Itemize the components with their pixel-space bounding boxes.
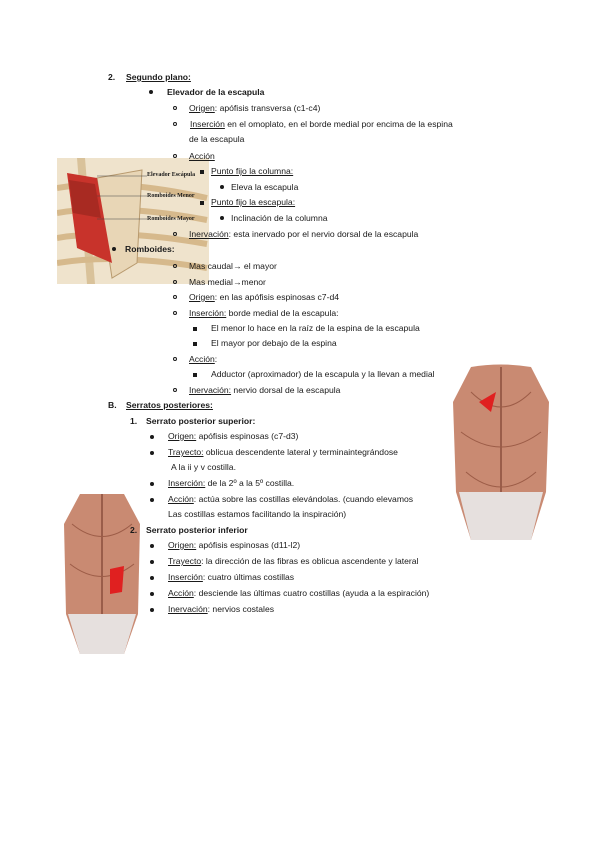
back-illustration-right <box>453 364 549 540</box>
elevador-punto2-item: Inclinación de la columna <box>231 213 328 223</box>
bullet-superior-accion <box>150 498 154 502</box>
romboides-insercion: Inserción: borde medial de la escapula: <box>189 308 339 318</box>
section-2-title: Segundo plano: <box>126 72 191 82</box>
elevador-inervacion: Inervación: esta inervado por el nervio … <box>189 229 419 239</box>
romboides-item2: Mas medial→menor <box>189 277 266 287</box>
elevador-insercion-cont: de la escapula <box>189 134 245 144</box>
romboides-insercion-sub1: El menor lo hace en la raíz de la espina… <box>211 323 420 333</box>
romboides-inervacion: Inervación: nervio dorsal de la escapula <box>189 385 341 395</box>
superior-origen: Origen: apófisis espinosas (c7-d3) <box>168 431 299 441</box>
bullet-accion-sub1 <box>193 373 197 377</box>
bullet-inferior-origen <box>150 544 154 548</box>
inferior-title: Serrato posterior inferior <box>146 525 248 535</box>
superior-trayecto: Trayecto: oblicua descendente lateral y … <box>168 447 398 457</box>
bullet-inferior-accion <box>150 592 154 596</box>
romboides-accion: Acción: <box>189 354 218 364</box>
bullet-romboides-item2 <box>173 280 177 284</box>
romboides-accion-sub1: Adductor (aproximador) de la escapula y … <box>211 369 435 379</box>
bullet-romboides-origen <box>173 295 177 299</box>
back-muscles-figure-right <box>451 362 551 540</box>
superior-trayecto-cont: A la ii y v costilla. <box>171 462 236 472</box>
bullet-punto2-item <box>220 216 224 220</box>
bullet-elevador-inervacion <box>173 232 177 236</box>
bullet-insercion-sub1 <box>193 327 197 331</box>
inferior-origen: Origen: apófisis espinosas (d11-l2) <box>168 540 301 550</box>
bullet-superior-insercion <box>150 482 154 486</box>
bullet-punto1 <box>200 170 204 174</box>
figure-label-romboides-mayor: Romboides Mayor <box>147 216 195 222</box>
elevador-title: Elevador de la escapula <box>167 87 265 97</box>
inferior-accion: Acción: desciende las últimas cuatro cos… <box>168 588 430 598</box>
bullet-romboides-insercion <box>173 311 177 315</box>
figure-label-elevador: Elevador Escápula <box>147 172 196 178</box>
bullet-inferior-trayecto <box>150 560 154 564</box>
elevador-punto1: Punto fijo la columna: <box>211 166 294 176</box>
bullet-romboides <box>112 247 116 251</box>
romboides-origen: Origen: en las apófisis espinosas c7-d4 <box>189 292 339 302</box>
bullet-romboides-accion <box>173 357 177 361</box>
bullet-elevador <box>149 90 153 94</box>
inferior-trayecto: Trayecto: la dirección de las fibras es … <box>168 556 419 566</box>
superior-title: Serrato posterior superior: <box>146 416 256 426</box>
figure-label-romboides-menor: Romboides Menor <box>147 193 195 199</box>
elevador-insercion: Inserción en el omoplato, en el borde me… <box>190 119 453 129</box>
bullet-elevador-accion <box>173 154 177 158</box>
bullet-punto2 <box>200 201 204 205</box>
bullet-inferior-inervacion <box>150 608 154 612</box>
inferior-number: 2. <box>130 525 138 535</box>
bullet-punto1-item <box>220 185 224 189</box>
bullet-superior-trayecto <box>150 451 154 455</box>
romboides-item1: Mas caudal→ el mayor <box>189 261 277 271</box>
superior-accion: Acción: actúa sobre las costillas eleván… <box>168 494 414 504</box>
romboides-insercion-sub2: El mayor por debajo de la espina <box>211 338 337 348</box>
inferior-inervacion: Inervación: nervios costales <box>168 604 275 614</box>
bullet-insercion-sub2 <box>193 342 197 346</box>
romboides-title: Romboides: <box>125 244 175 254</box>
elevador-origen: Origen: apófisis transversa (c1-c4) <box>189 103 321 113</box>
bullet-romboides-inervacion <box>173 388 177 392</box>
elevador-punto1-item: Eleva la escapula <box>231 182 299 192</box>
bullet-inferior-insercion <box>150 576 154 580</box>
rhomboid-figure: Elevador Escápula Romboides Menor Romboi… <box>57 158 209 284</box>
section-b-number: B. <box>108 400 117 410</box>
elevador-accion: Acción <box>189 151 215 161</box>
inferior-insercion: Inserción: cuatro últimas costillas <box>168 572 295 582</box>
section-2-number: 2. <box>108 72 116 82</box>
section-b-title: Serratos posteriores: <box>126 400 213 410</box>
bullet-elevador-origen <box>173 106 177 110</box>
bullet-romboides-item1 <box>173 264 177 268</box>
elevador-punto2: Punto fijo la escapula: <box>211 197 296 207</box>
bullet-superior-origen <box>150 435 154 439</box>
back-muscles-figure-left <box>60 494 144 654</box>
superior-number: 1. <box>130 416 138 426</box>
superior-insercion: Inserción: de la 2º a la 5º costilla. <box>168 478 295 488</box>
bullet-elevador-insercion <box>173 122 177 126</box>
back-illustration-left <box>64 494 140 654</box>
superior-accion-cont: Las costillas estamos facilitando la ins… <box>168 509 347 519</box>
rhomboid-illustration <box>57 158 209 284</box>
